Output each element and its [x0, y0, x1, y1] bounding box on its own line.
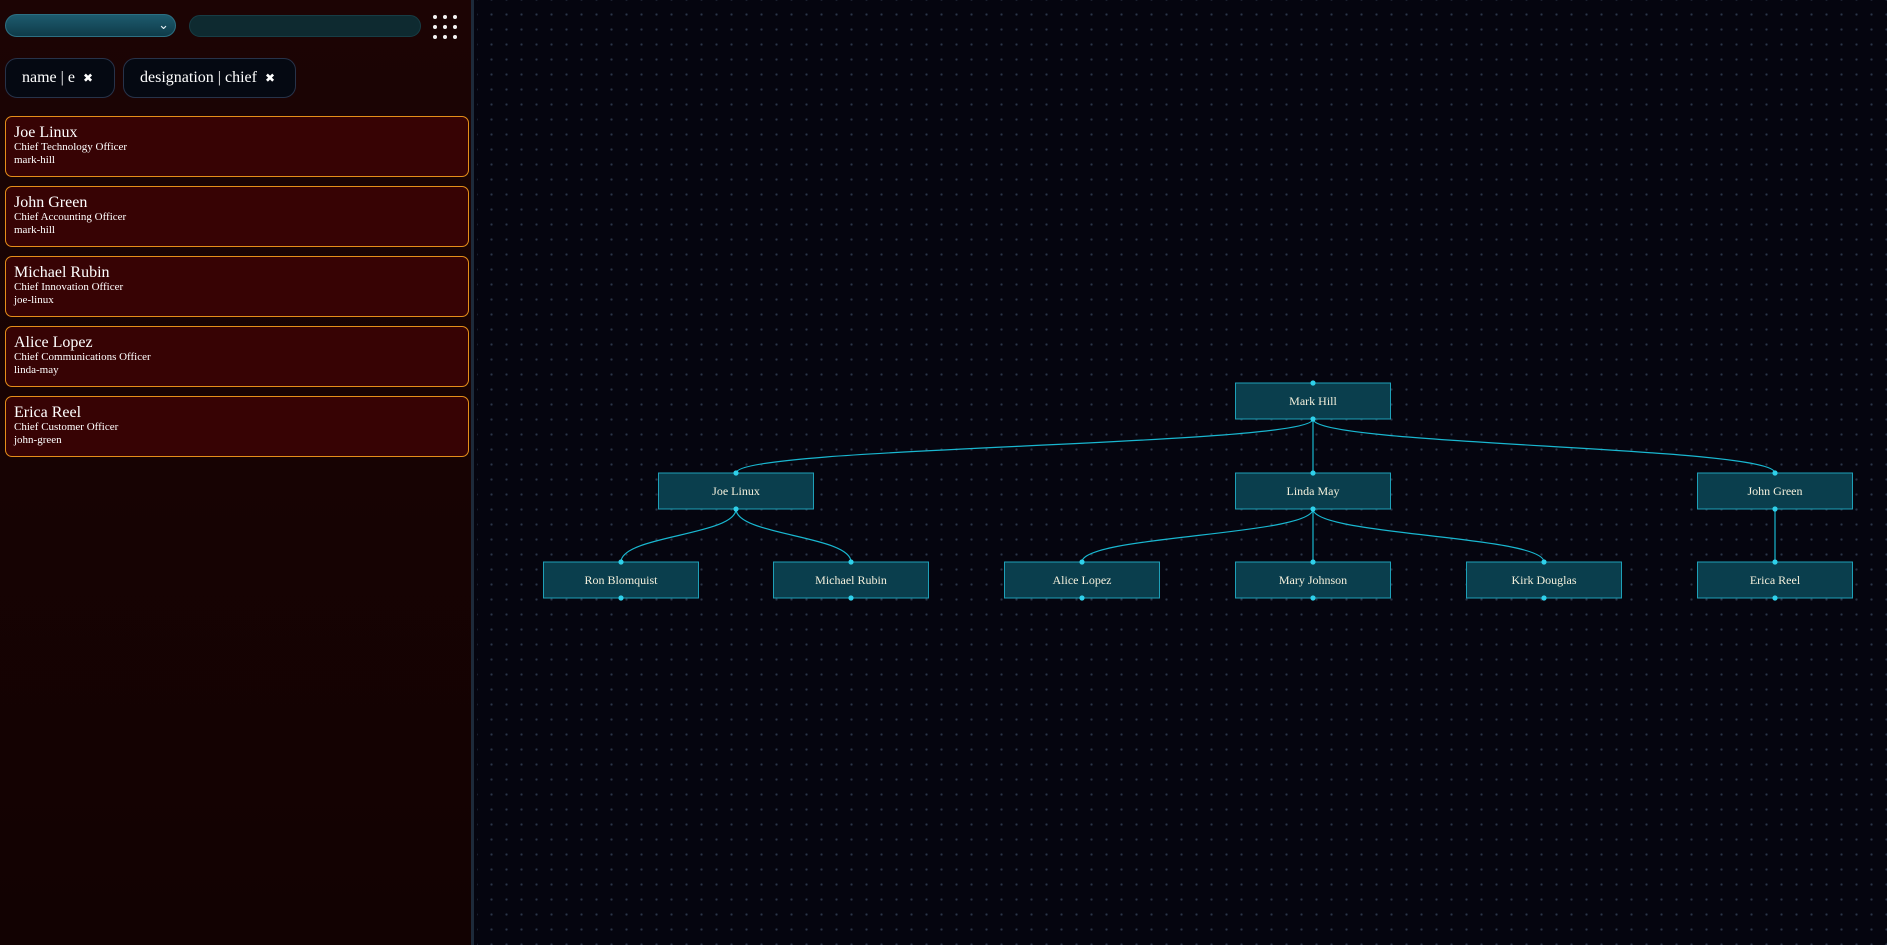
result-title: Chief Communications Officer [14, 351, 151, 363]
org-node-port [733, 506, 739, 512]
org-node-linda-may[interactable]: Linda May [1235, 470, 1391, 512]
org-node-port [733, 470, 739, 476]
grid-dot-icon [433, 35, 437, 39]
org-node-port [1310, 470, 1316, 476]
org-node-john-green[interactable]: John Green [1697, 470, 1853, 512]
grid-dot-icon [443, 15, 447, 19]
chevron-down-icon: ⌄ [158, 18, 169, 33]
org-node-port [1079, 595, 1085, 601]
org-node-mary-johnson[interactable]: Mary Johnson [1235, 559, 1391, 601]
result-title: Chief Accounting Officer [14, 211, 127, 223]
result-parent: joe-linux [14, 294, 54, 306]
result-name: Michael Rubin [14, 264, 110, 281]
result-card[interactable]: Alice Lopez Chief Communications Officer… [5, 326, 469, 387]
org-node-box [543, 561, 699, 599]
org-chart-edge [1081, 508, 1314, 563]
result-title: Chief Customer Officer [14, 421, 119, 433]
org-node-port [1541, 595, 1547, 601]
sidebar: ⌄ name | e ✖ designation | chief ✖ Joe Lin… [0, 0, 474, 945]
org-chart-edges [620, 418, 1776, 563]
filter-chip-label: name | e [22, 69, 75, 86]
org-node-port [848, 559, 854, 565]
org-node-port [1310, 416, 1316, 422]
grid-dot-icon [443, 25, 447, 29]
grid-dot-icon [453, 15, 457, 19]
filter-chip[interactable]: designation | chief ✖ [123, 58, 296, 98]
close-icon[interactable]: ✖ [82, 71, 94, 85]
org-chart-edge [735, 418, 1314, 474]
result-title: Chief Technology Officer [14, 141, 128, 153]
result-card[interactable]: Joe Linux Chief Technology Officer mark-… [5, 116, 469, 177]
search-input[interactable] [189, 15, 421, 37]
result-card[interactable]: Erica Reel Chief Customer Officer john-g… [5, 396, 469, 457]
result-card[interactable]: John Green Chief Accounting Officer mark… [5, 186, 469, 247]
org-node-port [1079, 559, 1085, 565]
org-chart-edge [1312, 418, 1776, 474]
org-chart-edge [620, 508, 737, 563]
result-card[interactable]: Michael Rubin Chief Innovation Officer j… [5, 256, 469, 317]
org-node-label: Linda May [1287, 484, 1340, 498]
org-node-label: Kirk Douglas [1512, 573, 1577, 587]
result-parent: linda-may [14, 364, 59, 376]
org-node-port [1772, 559, 1778, 565]
apps-grid-button[interactable] [431, 13, 459, 41]
org-chart-edge [735, 508, 852, 563]
org-node-port [1310, 506, 1316, 512]
result-name: Alice Lopez [14, 334, 93, 351]
org-node-ron-blomquist[interactable]: Ron Blomquist [543, 559, 699, 601]
org-node-label: Michael Rubin [815, 573, 887, 587]
org-node-port [1310, 380, 1316, 386]
org-node-kirk-douglas[interactable]: Kirk Douglas [1466, 559, 1622, 601]
org-node-erica-reel[interactable]: Erica Reel [1697, 559, 1853, 601]
org-node-label: Ron Blomquist [584, 573, 658, 587]
result-parent: mark-hill [14, 224, 55, 236]
org-node-port [848, 595, 854, 601]
org-node-port [1772, 595, 1778, 601]
result-title: Chief Innovation Officer [14, 281, 124, 293]
org-node-label: Erica Reel [1750, 573, 1801, 587]
org-node-label: Alice Lopez [1053, 573, 1112, 587]
result-parent: john-green [14, 434, 62, 446]
org-node-label: Mark Hill [1289, 394, 1337, 408]
grid-dot-icon [453, 35, 457, 39]
org-node-label: Joe Linux [712, 484, 760, 498]
org-node-port [1772, 506, 1778, 512]
org-node-port [1772, 470, 1778, 476]
grid-dot-icon [443, 35, 447, 39]
org-node-port [618, 595, 624, 601]
result-name: Erica Reel [14, 404, 82, 421]
result-name: John Green [14, 194, 88, 211]
org-node-box [1235, 472, 1391, 510]
grid-dot-icon [453, 25, 457, 29]
toolbar: ⌄ [0, 0, 474, 52]
grid-dot-icon [433, 25, 437, 29]
org-node-box [1235, 382, 1391, 420]
org-node-joe-linux[interactable]: Joe Linux [658, 470, 814, 512]
org-node-label: Mary Johnson [1279, 573, 1347, 587]
field-select[interactable]: ⌄ [5, 14, 176, 37]
org-chart-edge [1312, 508, 1545, 563]
org-node-box [773, 561, 929, 599]
org-node-box [1004, 561, 1160, 599]
org-node-port [1310, 559, 1316, 565]
org-node-port [1310, 595, 1316, 601]
filter-chip[interactable]: name | e ✖ [5, 58, 115, 98]
grid-dot-icon [433, 15, 437, 19]
org-node-mark-hill[interactable]: Mark Hill [1235, 380, 1391, 422]
org-node-alice-lopez[interactable]: Alice Lopez [1004, 559, 1160, 601]
org-node-port [618, 559, 624, 565]
org-node-michael-rubin[interactable]: Michael Rubin [773, 559, 929, 601]
close-icon[interactable]: ✖ [264, 71, 276, 85]
org-node-label: John Green [1748, 484, 1803, 498]
filter-chip-label: designation | chief [140, 69, 257, 86]
org-node-port [1541, 559, 1547, 565]
result-name: Joe Linux [14, 124, 78, 141]
result-parent: mark-hill [14, 154, 55, 166]
